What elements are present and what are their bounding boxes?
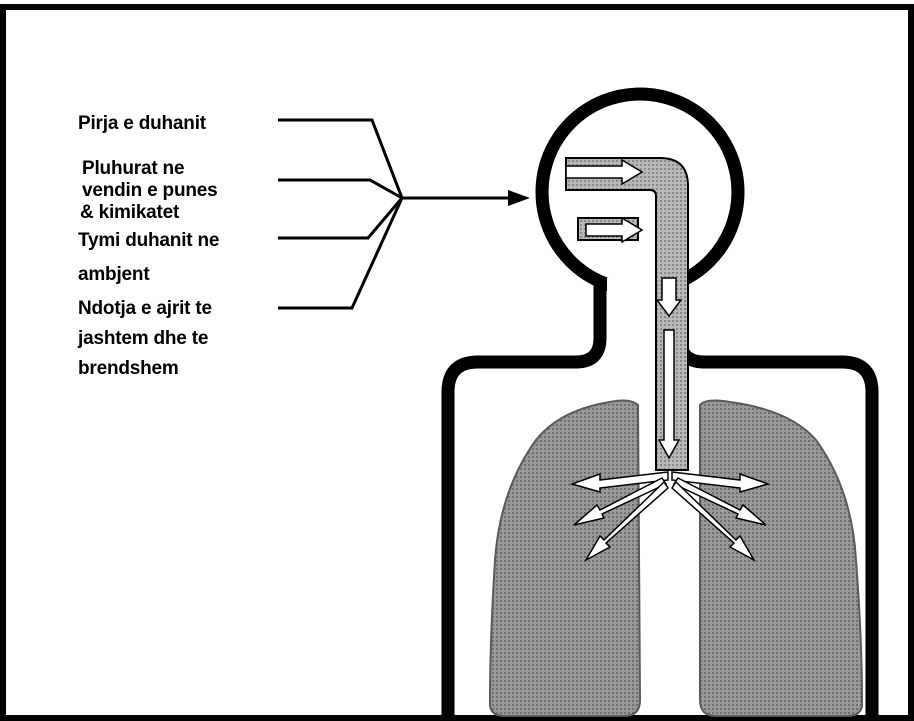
label-tobacco-smoking: Pirja e duhanit	[78, 113, 206, 135]
left-lung	[490, 401, 640, 716]
label-workplace-dust-line3: & kimikatet	[80, 202, 179, 224]
right-lung	[700, 401, 862, 716]
label-workplace-dust-line2: vendin e punes	[82, 180, 218, 202]
label-workplace-dust-line1: Pluhurat ne	[82, 158, 184, 180]
label-air-pollution-line2: jashtem dhe te	[78, 328, 208, 350]
label-secondhand-smoke-line2: ambjent	[78, 264, 149, 286]
head-outline	[542, 94, 738, 290]
label-secondhand-smoke-line1: Tymi duhanit ne	[78, 230, 219, 252]
bronchi-arrows	[572, 472, 768, 560]
main-arrowhead	[508, 190, 530, 206]
label-air-pollution-line1: Ndotja e ajrit te	[78, 298, 212, 320]
label-air-pollution-line3: brendshem	[78, 358, 179, 380]
source-pointer-lines	[278, 120, 512, 308]
